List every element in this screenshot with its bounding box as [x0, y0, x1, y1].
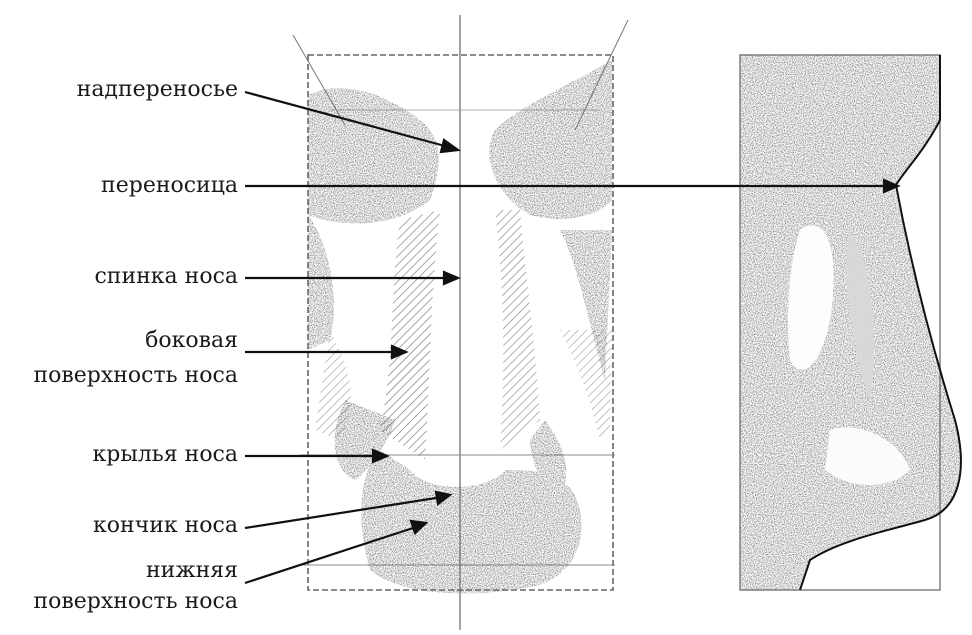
label-nose-wings: крылья носа [92, 442, 238, 467]
profile-view-sketch [740, 55, 961, 590]
label-nose-tip: кончик носа [93, 513, 238, 538]
label-side-surface-line1: боковая [33, 328, 238, 353]
label-glabella: надпереносье [77, 77, 238, 102]
label-nasal-dorsum: спинка носа [94, 264, 238, 289]
arrow-side-surface [245, 346, 406, 358]
label-lower-surface-line1: нижняя [33, 558, 238, 583]
label-nasal-bridge: переносица [101, 173, 238, 198]
front-view-sketch [293, 15, 628, 630]
label-lower-surface-line2: поверхность носа [33, 589, 238, 614]
label-lower-surface: нижняя поверхность носа [33, 558, 238, 614]
label-side-surface-line2: поверхность носа [33, 363, 238, 388]
label-side-surface: боковая поверхность носа [33, 328, 238, 388]
